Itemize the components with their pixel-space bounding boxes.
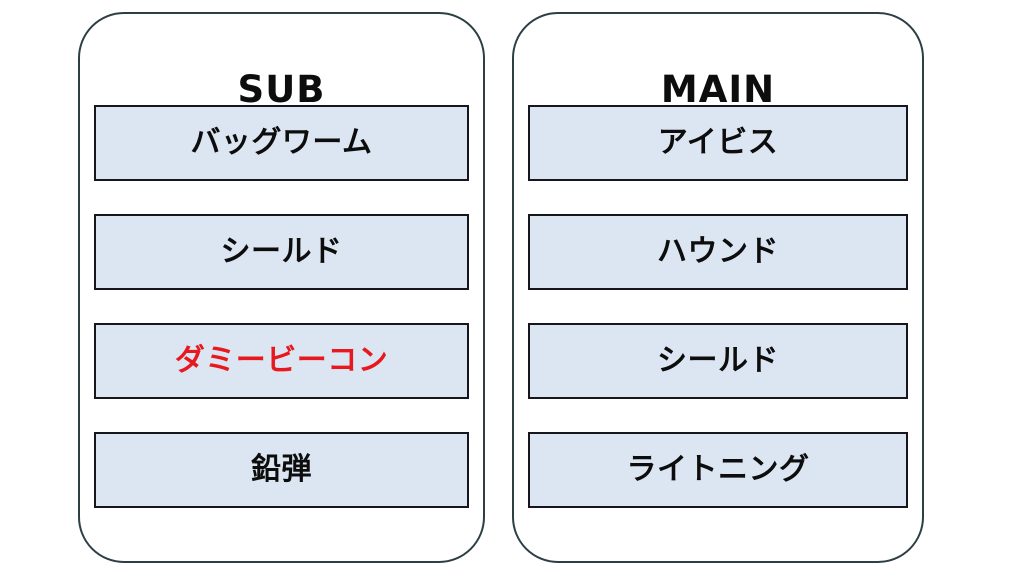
sub-column-title: SUB [237,67,326,111]
main-item-2-label: ハウンド [657,234,779,269]
main-column-card: MAIN アイビス ハウンド シールド ライトニング [512,12,924,563]
sub-item-3[interactable]: ダミービーコン [94,323,469,399]
sub-item-2-label: シールド [220,234,343,269]
sub-item-2[interactable]: シールド [94,214,469,290]
sub-item-1[interactable]: バッグワーム [94,105,469,181]
sub-item-1-label: バッグワーム [190,125,373,160]
main-item-4[interactable]: ライトニング [528,432,908,508]
main-column-title: MAIN [660,67,776,111]
main-item-1-label: アイビス [657,125,779,160]
sub-item-4-label: 鉛弾 [251,452,312,487]
sub-item-list: バッグワーム シールド ダミービーコン 鉛弾 [80,105,483,561]
main-item-2[interactable]: ハウンド [528,214,908,290]
sub-item-3-label: ダミービーコン [174,343,389,378]
main-item-list: アイビス ハウンド シールド ライトニング [514,105,922,561]
sub-column-card: SUB バッグワーム シールド ダミービーコン 鉛弾 [78,12,485,563]
main-item-3[interactable]: シールド [528,323,908,399]
main-item-3-label: シールド [657,343,779,378]
main-item-1[interactable]: アイビス [528,105,908,181]
sub-item-4[interactable]: 鉛弾 [94,432,469,508]
main-item-4-label: ライトニング [626,452,810,487]
